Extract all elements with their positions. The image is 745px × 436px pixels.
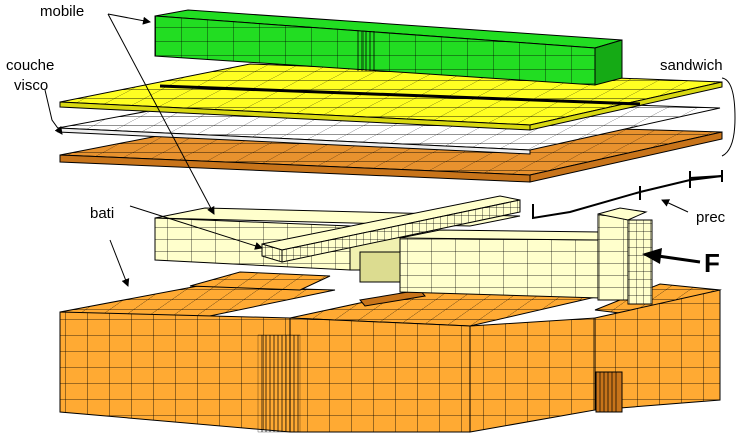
force-arrow bbox=[642, 248, 701, 264]
label-prec: prec bbox=[696, 209, 726, 226]
mobile-part bbox=[154, 9, 623, 86]
label-mobile: mobile bbox=[40, 3, 84, 20]
label-bati: bati bbox=[90, 205, 114, 222]
cream-assembly bbox=[154, 195, 653, 305]
label-sandwich: sandwich bbox=[660, 57, 723, 74]
label-force: F bbox=[704, 248, 720, 278]
leader-lines bbox=[44, 13, 736, 287]
bati-base bbox=[59, 271, 722, 433]
label-visco: visco bbox=[14, 77, 48, 94]
prec-schematic bbox=[532, 170, 723, 220]
label-couche: couche bbox=[6, 57, 54, 74]
